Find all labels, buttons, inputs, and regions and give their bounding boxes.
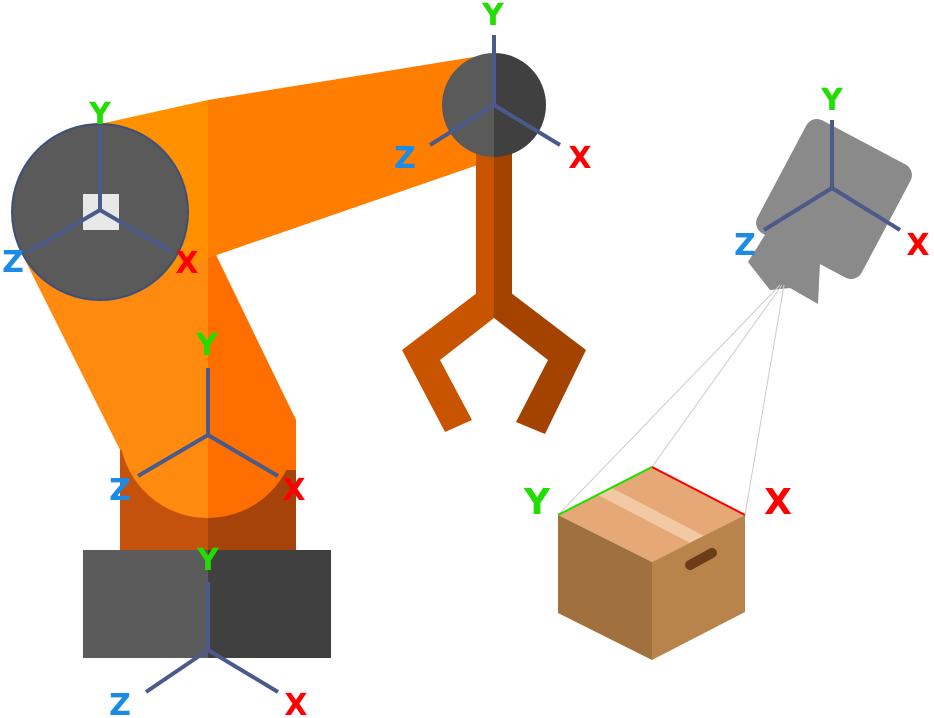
frame-base <box>144 582 280 694</box>
box-x-label: X <box>764 482 792 523</box>
box-x-edge <box>651 466 746 516</box>
box-y-label: Y <box>523 482 551 523</box>
camera-x-label: X <box>906 228 929 263</box>
gripper <box>402 150 586 434</box>
robot-base <box>83 550 331 658</box>
wrist-z-label: Z <box>394 141 416 176</box>
box-y-edge <box>557 466 653 516</box>
camera-z-label: Z <box>734 228 756 263</box>
wrist-y-label: Y <box>481 0 505 33</box>
frame-camera <box>762 120 902 232</box>
frame-elbow <box>136 368 280 478</box>
frame-shoulder <box>26 128 174 254</box>
elbow-x-label: X <box>282 473 305 508</box>
cardboard-box <box>557 466 746 660</box>
elbow-y-label: Y <box>195 328 219 363</box>
camera-view-lines <box>557 284 785 516</box>
elbow-z-label: Z <box>109 473 131 508</box>
shoulder-z-label: Z <box>2 245 24 280</box>
camera <box>748 119 912 304</box>
base-x-label: X <box>284 688 307 718</box>
camera-y-label: Y <box>820 83 844 118</box>
frame-wrist <box>428 35 562 147</box>
shoulder-x-label: X <box>175 246 198 281</box>
base-y-label: Y <box>196 543 220 578</box>
wrist-x-label: X <box>568 141 591 176</box>
base-z-label: Z <box>109 688 131 718</box>
shoulder-y-label: Y <box>88 97 112 132</box>
